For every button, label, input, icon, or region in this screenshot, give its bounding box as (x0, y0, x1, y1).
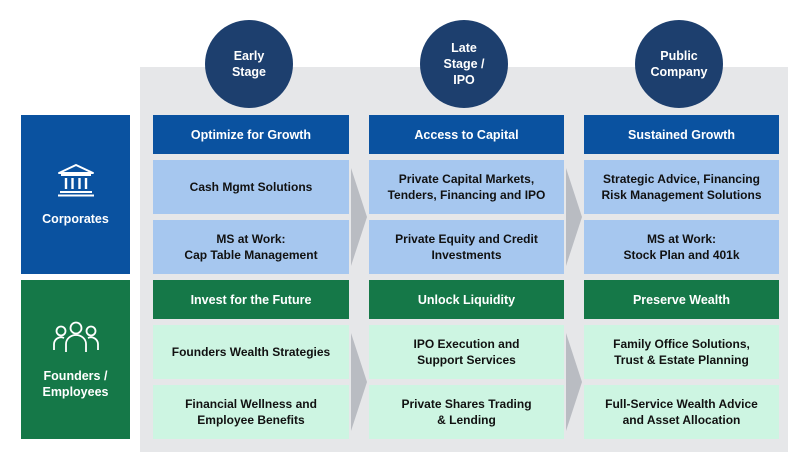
cell-strategic-advice: Strategic Advice, Financing Risk Managem… (584, 160, 779, 214)
cell-ipo-execution: IPO Execution and Support Services (369, 325, 564, 379)
header-sustained-growth: Sustained Growth (584, 115, 779, 154)
header-access-to-capital: Access to Capital (369, 115, 564, 154)
cell-private-equity-credit: Private Equity and Credit Investments (369, 220, 564, 274)
cell-cap-table: MS at Work: Cap Table Management (153, 220, 349, 274)
chevron-arrow-icon (351, 333, 367, 431)
stage-circle-late: Late Stage / IPO (420, 20, 508, 108)
row-label-corporates: Corporates (21, 115, 130, 274)
cell-private-capital-markets: Private Capital Markets, Tenders, Financ… (369, 160, 564, 214)
header-invest-for-future: Invest for the Future (153, 280, 349, 319)
bank-icon (57, 163, 94, 196)
cell-founders-wealth: Founders Wealth Strategies (153, 325, 349, 379)
cell-private-shares: Private Shares Trading & Lending (369, 385, 564, 439)
header-preserve-wealth: Preserve Wealth (584, 280, 779, 319)
cell-family-office: Family Office Solutions, Trust & Estate … (584, 325, 779, 379)
header-unlock-liquidity: Unlock Liquidity (369, 280, 564, 319)
row-label-founders: Founders / Employees (21, 280, 130, 439)
cell-cash-mgmt: Cash Mgmt Solutions (153, 160, 349, 214)
header-optimize-for-growth: Optimize for Growth (153, 115, 349, 154)
row-label-text: Founders / Employees (42, 368, 109, 399)
chevron-arrow-icon (351, 168, 367, 266)
chevron-arrow-icon (566, 168, 582, 266)
chevron-arrow-icon (566, 333, 582, 431)
row-label-text: Corporates (42, 211, 109, 226)
cell-full-service-wealth: Full-Service Wealth Advice and Asset All… (584, 385, 779, 439)
cell-stock-plan: MS at Work: Stock Plan and 401k (584, 220, 779, 274)
people-icon (52, 321, 99, 352)
cell-financial-wellness: Financial Wellness and Employee Benefits (153, 385, 349, 439)
stage-circle-public: Public Company (635, 20, 723, 108)
stage-circle-early: Early Stage (205, 20, 293, 108)
